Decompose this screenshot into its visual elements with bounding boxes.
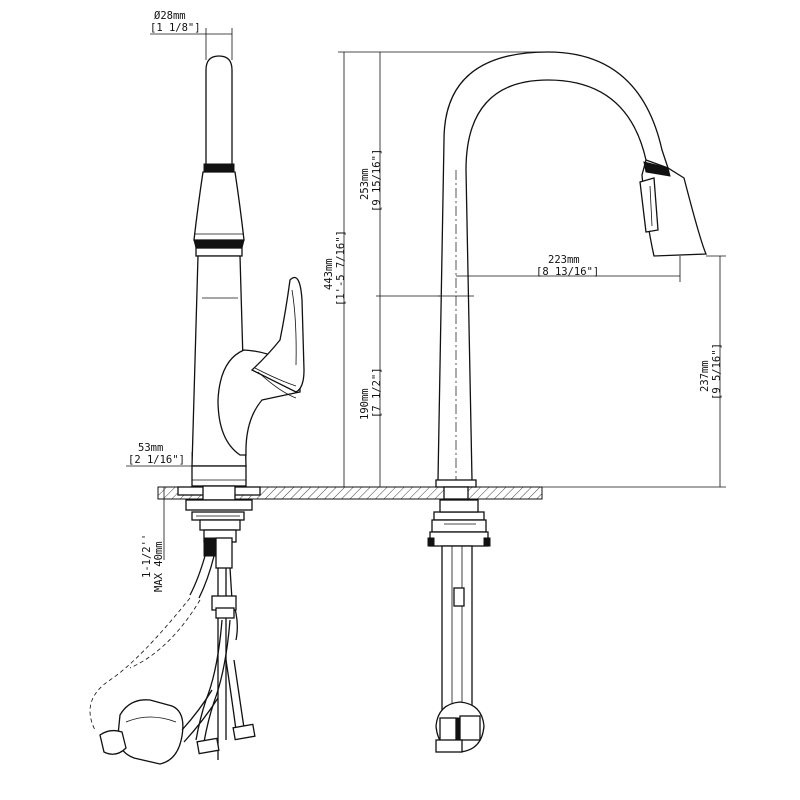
lower-height-mm: 190mm	[359, 388, 371, 420]
spout-diameter-in: [1 1/8"]	[150, 22, 201, 34]
lower-height-in: [7 1/2"]	[371, 367, 383, 418]
reach-mm: 223mm	[548, 254, 580, 266]
base-diameter-in: [2 1/16"]	[128, 454, 185, 466]
total-height-mm: 443mm	[323, 258, 335, 290]
reach-in: [8 13/16"]	[536, 266, 599, 278]
spout-height-mm: 237mm	[699, 360, 711, 392]
deck-thickness-mm: MAX 40mm	[153, 541, 165, 592]
upper-height-mm: 253mm	[359, 168, 371, 200]
front-view	[427, 51, 707, 753]
deck-thickness-in: 1-1/2''	[141, 534, 153, 578]
side-view	[89, 55, 305, 765]
total-height-in: [1'-5 7/16"]	[335, 230, 347, 306]
dimension-labels: Ø28mm [1 1/8"] 53mm [2 1/16"] 443mm [1'-…	[128, 10, 723, 592]
dimension-lines	[126, 28, 726, 560]
spout-height-in: [9 5/16"]	[711, 343, 723, 400]
base-diameter-mm: 53mm	[138, 442, 163, 454]
upper-height-in: [9 15/16"]	[371, 149, 383, 212]
spout-diameter-mm: Ø28mm	[154, 10, 186, 22]
